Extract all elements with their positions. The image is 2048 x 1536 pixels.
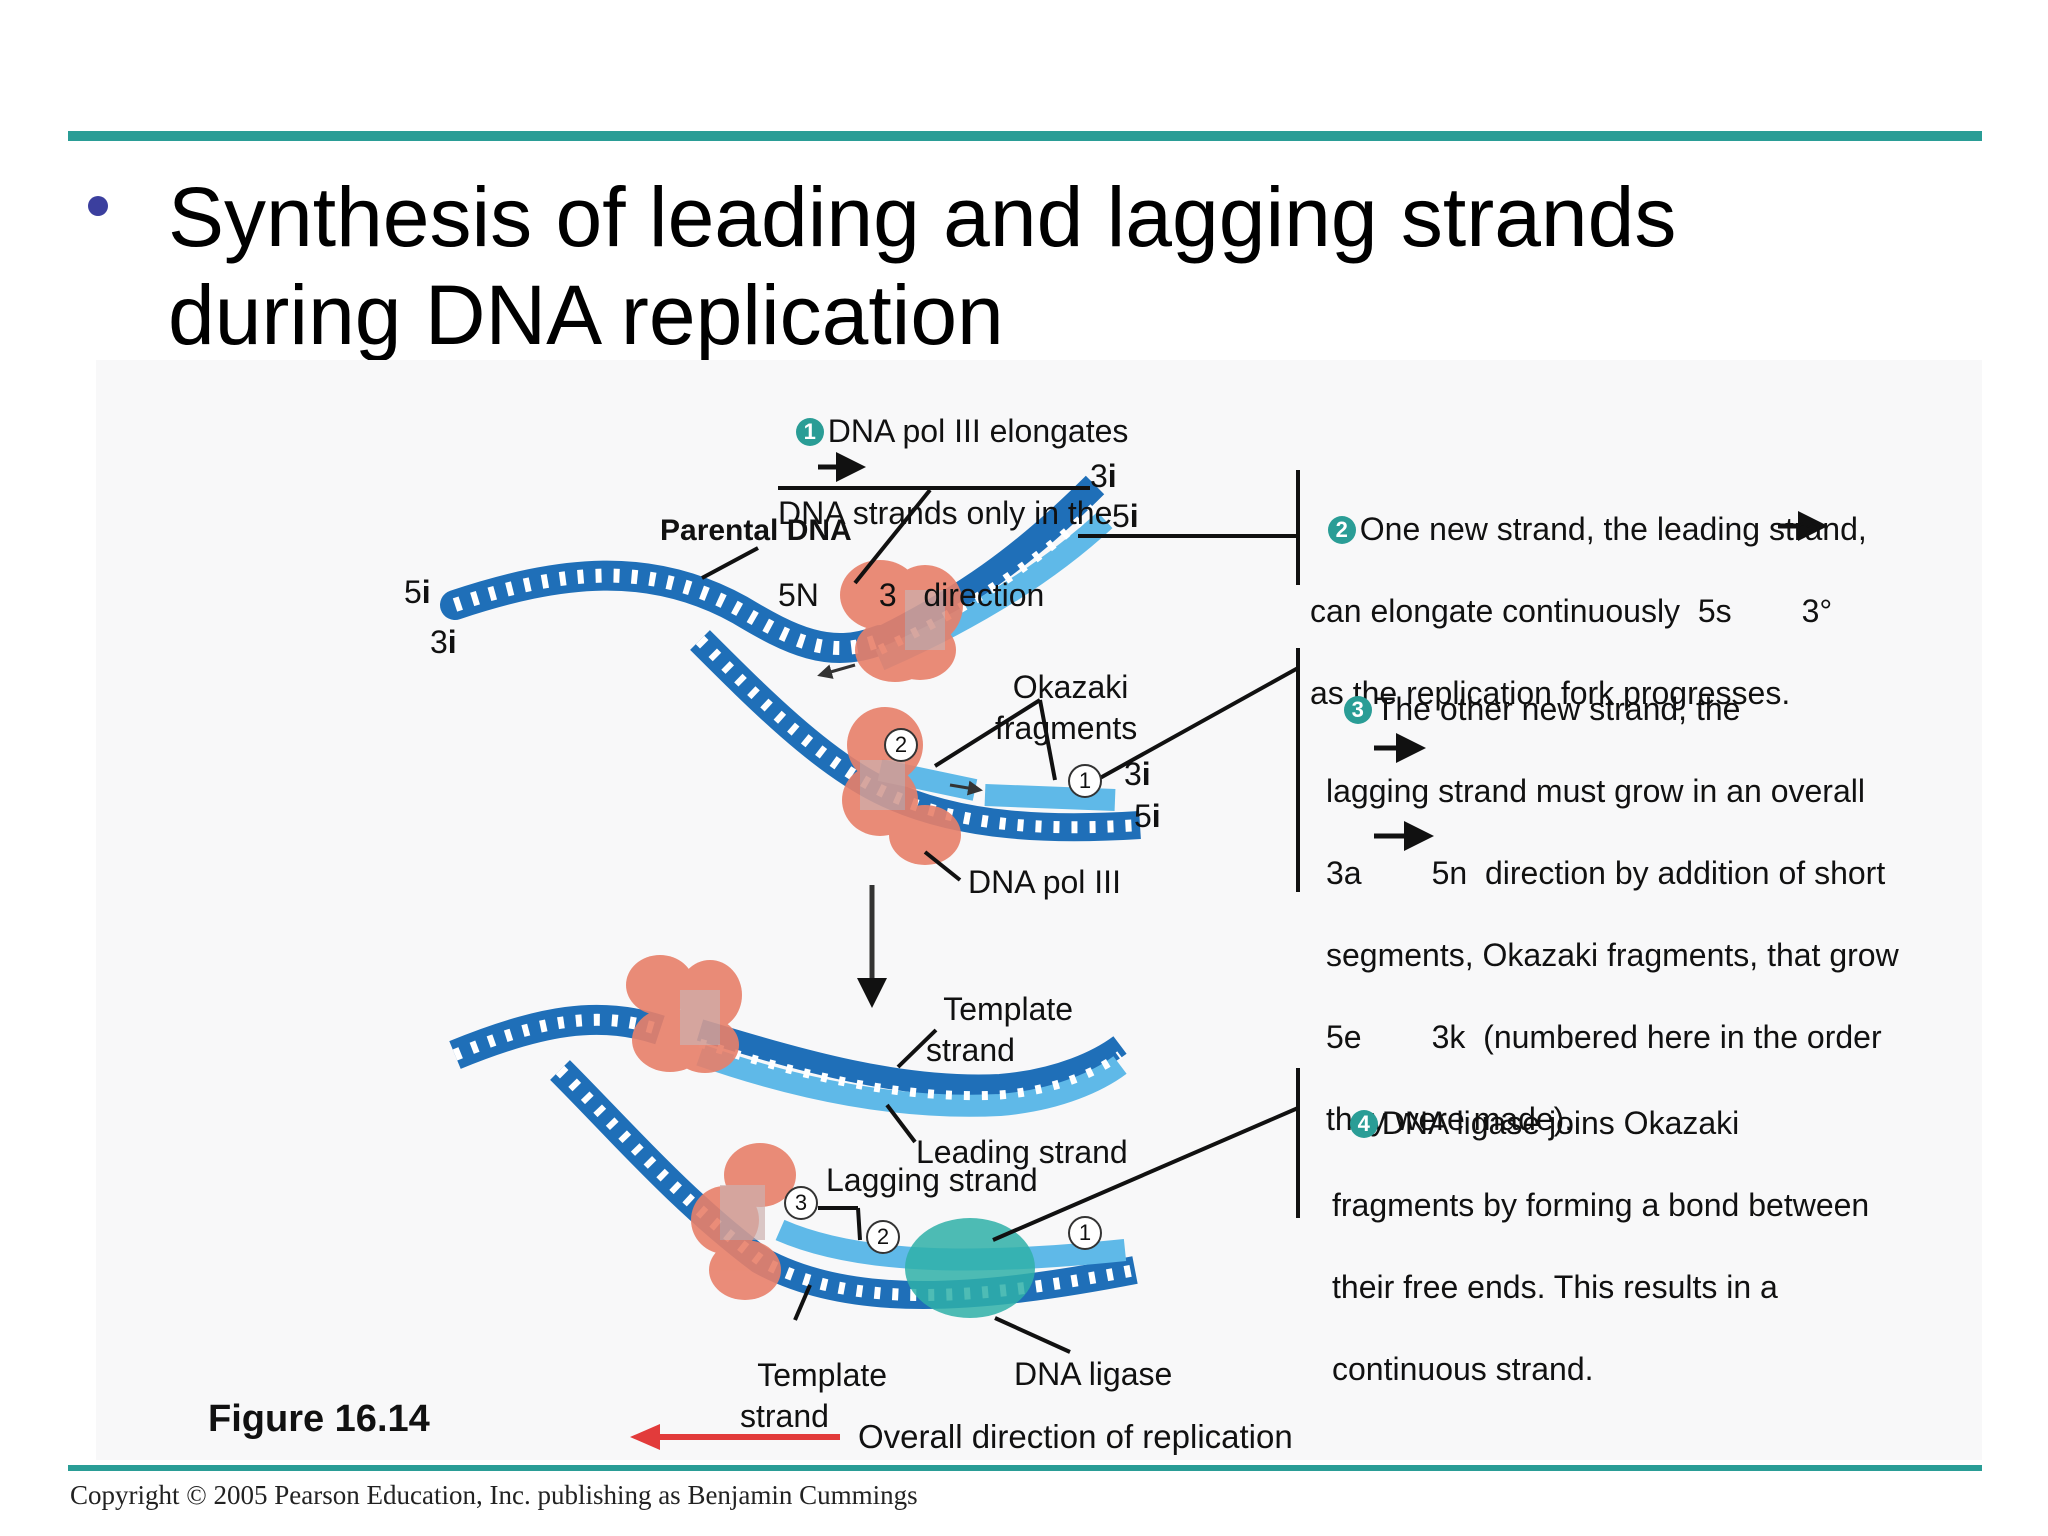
copyright-notice: Copyright © 2005 Pearson Education, Inc.…: [70, 1480, 918, 1510]
okazaki-number-1-bottom: 1: [1068, 1216, 1102, 1250]
bottom-accent-rule: [68, 1465, 1982, 1471]
okazaki-fragment-1: [984, 784, 1116, 811]
leading-strand-label: Leading strand: [916, 1134, 1128, 1170]
left-3-prime-label: 3i: [430, 624, 457, 660]
overall-direction-arrowhead: [630, 1424, 660, 1450]
bottom-replication-fork: [449, 955, 1138, 1318]
bottom-leading-new: [696, 1044, 1127, 1117]
dna-pol-iii-label: DNA pol III: [968, 864, 1121, 900]
step-3-number: 3: [1343, 696, 1372, 724]
step-2-number: 2: [1327, 516, 1356, 544]
top-right-5-prime-label: 5i: [1112, 498, 1139, 534]
title-bullet: [88, 196, 108, 216]
dna-pol-iii-lagging: [842, 707, 961, 865]
inline-direction-arrows: [818, 452, 1828, 851]
okazaki-number-2-bottom: 2: [866, 1220, 900, 1254]
okazaki-number-2-top: 2: [884, 728, 918, 762]
bottom-dna-pol-iii-leading: [626, 955, 742, 1073]
top-right-3-prime-label: 3i: [1090, 458, 1117, 494]
okazaki-number-3-bottom: 3: [784, 1186, 818, 1220]
callout-lines: [701, 470, 1300, 1354]
lagging-strand-label: Lagging strand: [826, 1162, 1038, 1198]
dna-ligase-label: DNA ligase: [1014, 1356, 1173, 1392]
slide-title: Synthesis of leading and lagging strands…: [168, 168, 1676, 364]
bottom-parental-strand: [449, 1004, 665, 1069]
dna-ligase-enzyme: [905, 1218, 1035, 1318]
okazaki-number-1-top: 1: [1068, 764, 1102, 798]
step-1-number: 1: [795, 418, 824, 446]
step-4-number: 4: [1349, 1110, 1378, 1138]
figure-label: Figure 16.14: [208, 1398, 430, 1440]
parental-strand-outer: [440, 560, 895, 663]
parental-dna-label: Parental DNA: [660, 514, 852, 547]
left-5-prime-label: 5i: [404, 574, 431, 610]
bottom-leading-template: [696, 1019, 1127, 1097]
overall-direction-label: Overall direction of replication: [858, 1418, 1293, 1455]
mid-right-3-prime-label: 3i: [1124, 756, 1151, 792]
dna-pol-iii-leading: [840, 560, 963, 682]
mid-right-5-prime-label: 5i: [1134, 798, 1161, 834]
bottom-dna-pol-iii-lagging: [691, 1143, 796, 1300]
top-accent-rule: [68, 131, 1982, 141]
top-replication-fork: [440, 475, 1141, 865]
title-line-2: during DNA replication: [168, 268, 1004, 362]
title-line-1: Synthesis of leading and lagging strands: [168, 170, 1677, 264]
